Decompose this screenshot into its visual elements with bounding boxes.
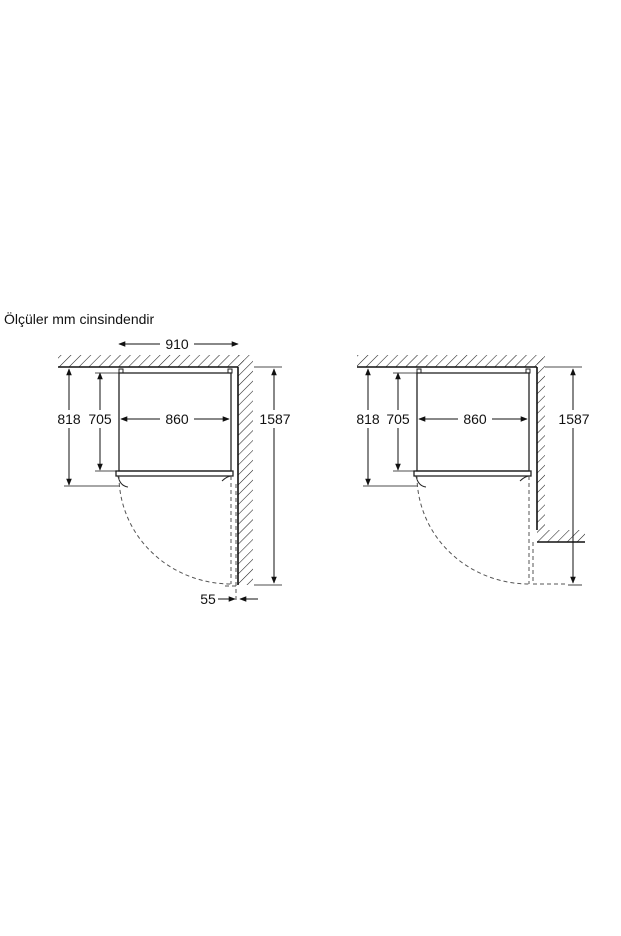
label-860-right: 860: [463, 411, 487, 427]
dim-705-right: 705: [382, 372, 417, 472]
label-705-right: 705: [386, 411, 410, 427]
label-1587: 1587: [259, 411, 290, 427]
left-appliance-body: [115, 368, 234, 488]
right-side-wall: [536, 355, 585, 543]
dim-1587: 1587: [254, 366, 294, 586]
dim-55: 55: [200, 591, 258, 607]
label-818-right: 818: [356, 411, 380, 427]
right-top-wall: [357, 355, 543, 368]
dim-910: 910: [118, 335, 239, 352]
dim-860: 860: [120, 410, 230, 428]
right-installation-diagram: 818 705 860 1587: [352, 355, 592, 586]
label-910: 910: [165, 336, 189, 352]
left-side-wall: [237, 355, 253, 585]
units-caption: Ölçüler mm cinsindendir: [4, 311, 155, 327]
right-appliance-body: [413, 368, 532, 488]
label-860: 860: [165, 411, 189, 427]
dim-818: 818: [53, 368, 119, 487]
label-55: 55: [200, 591, 216, 607]
dim-705: 705: [84, 372, 119, 472]
right-door-swing: [416, 475, 568, 585]
left-installation-diagram: 910 818 705 860: [53, 335, 294, 607]
label-818: 818: [57, 411, 81, 427]
dim-1587-right: 1587: [545, 366, 592, 586]
left-top-wall: [58, 355, 244, 368]
label-705: 705: [88, 411, 112, 427]
dim-860-right: 860: [418, 410, 528, 428]
left-door-swing: [118, 475, 237, 602]
label-1587-right: 1587: [558, 411, 589, 427]
dim-818-right: 818: [352, 368, 417, 487]
